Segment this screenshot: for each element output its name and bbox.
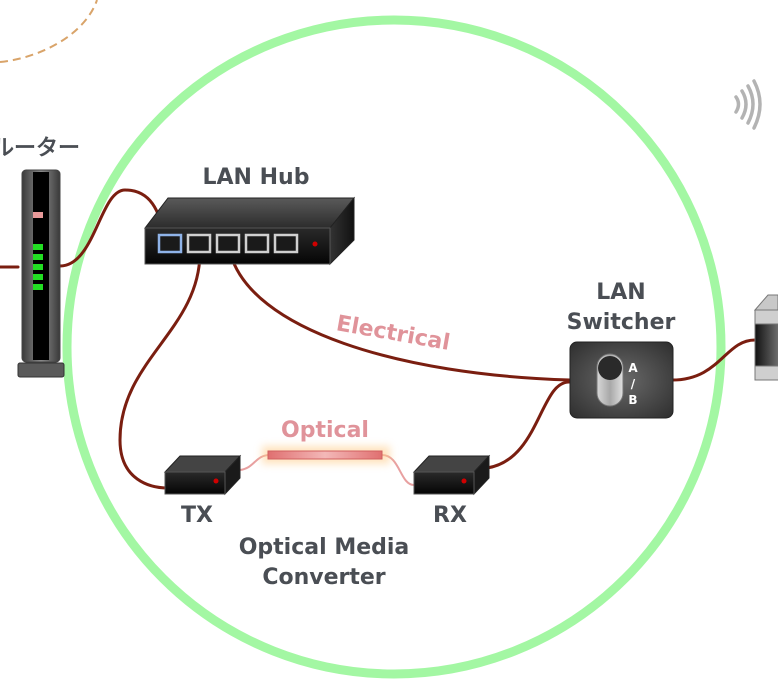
- switch-position-b: B: [628, 393, 637, 407]
- wifi-signal-icon: [734, 79, 762, 130]
- router-device[interactable]: [17, 169, 65, 378]
- cable-hub-to-switcher: [228, 250, 572, 382]
- router-status-led-red: [33, 212, 43, 218]
- dashed-connection-path: [0, 0, 98, 63]
- hub-port: [186, 233, 212, 254]
- converter-label-line2: Converter: [262, 565, 385, 590]
- electrical-medium-label: Electrical: [334, 311, 451, 356]
- hub-power-led: [312, 241, 318, 247]
- hub-port: [244, 233, 270, 254]
- hub-port: [215, 233, 241, 254]
- cable-switcher-to-pc: [670, 338, 757, 382]
- tx-converter-device[interactable]: [163, 454, 242, 496]
- switcher-label-line1: LAN: [596, 280, 645, 305]
- lan-hub-device[interactable]: [143, 196, 356, 266]
- switch-position-a: A: [628, 361, 638, 375]
- optical-medium-label: Optical: [281, 418, 369, 443]
- hub-ports: [157, 233, 299, 254]
- converter-label-line1: Optical Media: [239, 535, 410, 560]
- network-boundary-circle: [62, 15, 726, 679]
- computer-device[interactable]: [753, 294, 778, 381]
- hub-port: [273, 233, 299, 254]
- cable-hub-to-tx: [118, 250, 202, 490]
- switcher-label-line2: Switcher: [567, 310, 676, 335]
- router-label: ルーター: [0, 136, 80, 161]
- router-green-leds: [33, 244, 43, 290]
- switch-position-slash: /: [631, 377, 636, 391]
- hub-label: LAN Hub: [203, 165, 310, 190]
- hub-port-active: [157, 233, 183, 254]
- optical-fiber: [239, 446, 415, 486]
- lan-switcher-device[interactable]: A / B: [569, 341, 674, 419]
- rx-converter-device[interactable]: [412, 454, 491, 496]
- router-stand: [17, 362, 65, 378]
- tx-label: TX: [181, 503, 213, 528]
- rx-led: [461, 478, 467, 484]
- rx-label: RX: [433, 503, 467, 528]
- tx-led: [213, 478, 219, 484]
- cable-rx-to-switcher: [485, 380, 572, 470]
